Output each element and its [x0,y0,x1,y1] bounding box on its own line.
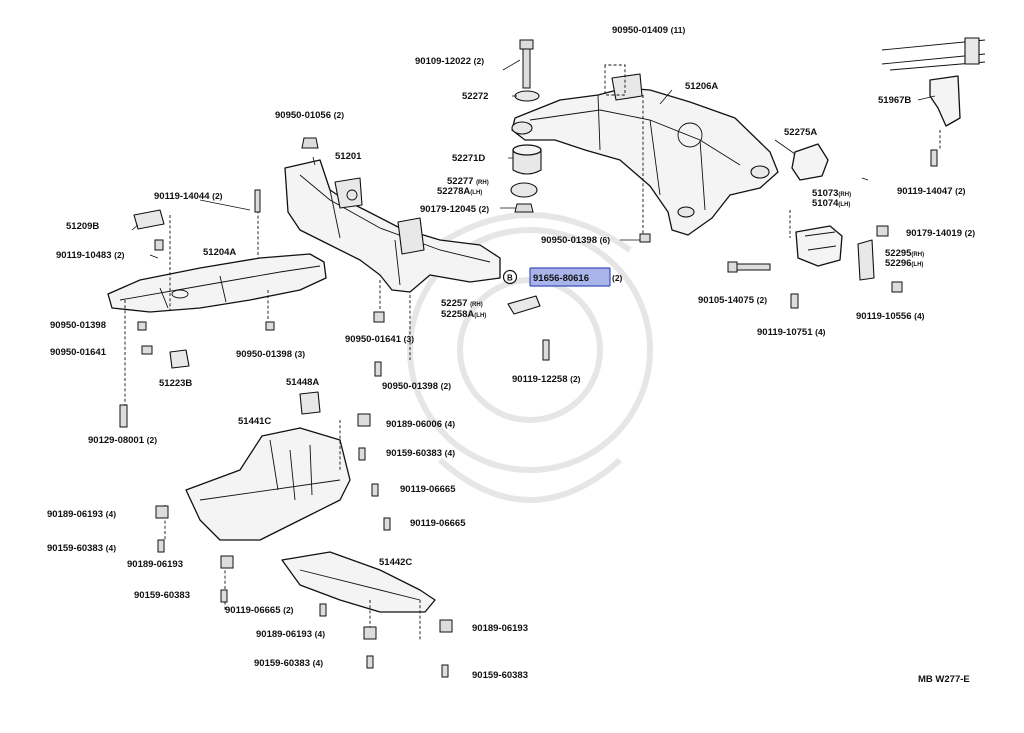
label-90179-14019[interactable]: 90179-14019 (2) [906,228,975,239]
engine-under-cover-51442c[interactable] [281,551,436,613]
label-90129-08001[interactable]: 90129-08001 (2) [88,435,157,446]
label-90119-10751[interactable]: 90119-10751 (4) [757,327,826,338]
label-90950-01398-6[interactable]: 90950-01398 (6) [541,235,610,246]
label-90159-60383-4b[interactable]: 90159-60383 (4) [47,543,116,554]
bushing-52277[interactable] [510,182,538,198]
label-90119-14044[interactable]: 90119-14044 (2) [154,191,223,202]
label-90189-06193-b[interactable]: 90189-06193 [127,559,183,570]
label-90119-10483[interactable]: 90119-10483 (2) [56,250,125,261]
label-90109-12022[interactable]: 90109-12022 (2) [415,56,484,67]
label-51448a[interactable]: 51448A [286,377,319,388]
label-90119-10556[interactable]: 90119-10556 (4) [856,311,925,322]
part-labels: 90950-01409 (11) 90109-12022 (2) 52272 5… [47,25,975,685]
callout-b-letter: B [507,274,513,283]
bracket-51967b[interactable] [881,37,986,167]
stopper-51223b[interactable] [169,349,190,369]
label-51223b[interactable]: 51223B [159,378,192,389]
label-51074[interactable]: 51074(LH) [812,198,850,209]
label-52272[interactable]: 52272 [462,91,488,102]
label-90950-01641[interactable]: 90950-01641 [50,347,107,358]
bolt-90109-12022[interactable] [519,39,534,89]
highlight-box [529,267,611,287]
label-52257[interactable]: 52257 (RH) [441,298,483,309]
bushing-52271d[interactable] [512,144,542,175]
leader-lines [124,59,941,640]
label-51442c[interactable]: 51442C [379,557,412,568]
label-90119-12258[interactable]: 90119-12258 (2) [512,374,581,385]
callout-b-marker [502,269,518,285]
nut-90179-12045[interactable] [514,203,534,213]
label-51206a[interactable]: 51206A [685,81,718,92]
fasteners [119,137,903,678]
bracket-52257[interactable] [507,295,541,315]
label-90950-01398[interactable]: 90950-01398 [50,320,106,331]
crossmember-51201[interactable] [284,159,501,293]
washer-52272[interactable] [514,90,540,102]
highlight-91656-80616[interactable]: B 91656-80616 (2) [502,267,623,287]
label-51209b[interactable]: 51209B [66,221,99,232]
label-52277[interactable]: 52277 (RH) [447,176,489,187]
label-51073[interactable]: 51073(RH) [812,188,851,199]
mount-51073[interactable] [795,225,843,267]
label-90119-06665-a[interactable]: 90119-06665 [400,484,456,495]
plate-52295[interactable] [857,239,875,281]
qty-91656-80616: (2) [612,273,623,283]
label-91656-80616[interactable]: 91656-80616 [533,273,589,284]
bushing-52275a[interactable] [791,143,829,181]
engine-under-cover-51441c[interactable] [185,427,351,541]
label-90159-60383-4a[interactable]: 90159-60383 (4) [386,448,455,459]
label-90159-60383-e[interactable]: 90159-60383 [472,670,528,681]
label-51204a[interactable]: 51204A [203,247,236,258]
plate-51209b[interactable] [133,209,165,230]
label-90179-12045[interactable]: 90179-12045 (2) [420,204,489,215]
label-90950-01398-3[interactable]: 90950-01398 (3) [236,349,305,360]
label-90189-06193-4a[interactable]: 90189-06193 (4) [47,509,116,520]
label-51441c[interactable]: 51441C [238,416,271,427]
rear-subframe-51206a[interactable] [511,73,779,236]
label-51201[interactable]: 51201 [335,151,362,162]
label-90189-06193-d[interactable]: 90189-06193 [472,623,528,634]
label-52271d[interactable]: 52271D [452,153,485,164]
label-90950-01398-2[interactable]: 90950-01398 (2) [382,381,451,392]
label-90119-06665-b[interactable]: 90119-06665 [410,518,466,529]
label-90159-60383-c[interactable]: 90159-60383 [134,590,190,601]
diagram-code: MB W277-E [918,674,970,685]
label-52295[interactable]: 52295(RH) [885,248,924,259]
label-90950-01056[interactable]: 90950-01056 (2) [275,110,344,121]
label-90119-14047[interactable]: 90119-14047 (2) [897,186,966,197]
bolt-90105-14075[interactable] [727,261,771,273]
label-52278a[interactable]: 52278A(LH) [437,186,482,197]
label-90105-14075[interactable]: 90105-14075 (2) [698,295,767,306]
label-90119-06665-2[interactable]: 90119-06665 (2) [225,605,294,616]
label-90189-06193-4c[interactable]: 90189-06193 (4) [256,629,325,640]
label-90159-60383-4d[interactable]: 90159-60383 (4) [254,658,323,669]
label-52296[interactable]: 52296(LH) [885,258,923,269]
bracket-51448a[interactable] [299,391,321,415]
label-90189-06006[interactable]: 90189-06006 (4) [386,419,455,430]
label-52275a[interactable]: 52275A [784,127,817,138]
label-52258a[interactable]: 52258A(LH) [441,309,486,320]
label-90950-01409[interactable]: 90950-01409 (11) [612,25,685,36]
rail-51204a[interactable] [107,253,327,313]
label-51967b[interactable]: 51967B [878,95,911,106]
label-90950-01641-3[interactable]: 90950-01641 (3) [345,334,414,345]
